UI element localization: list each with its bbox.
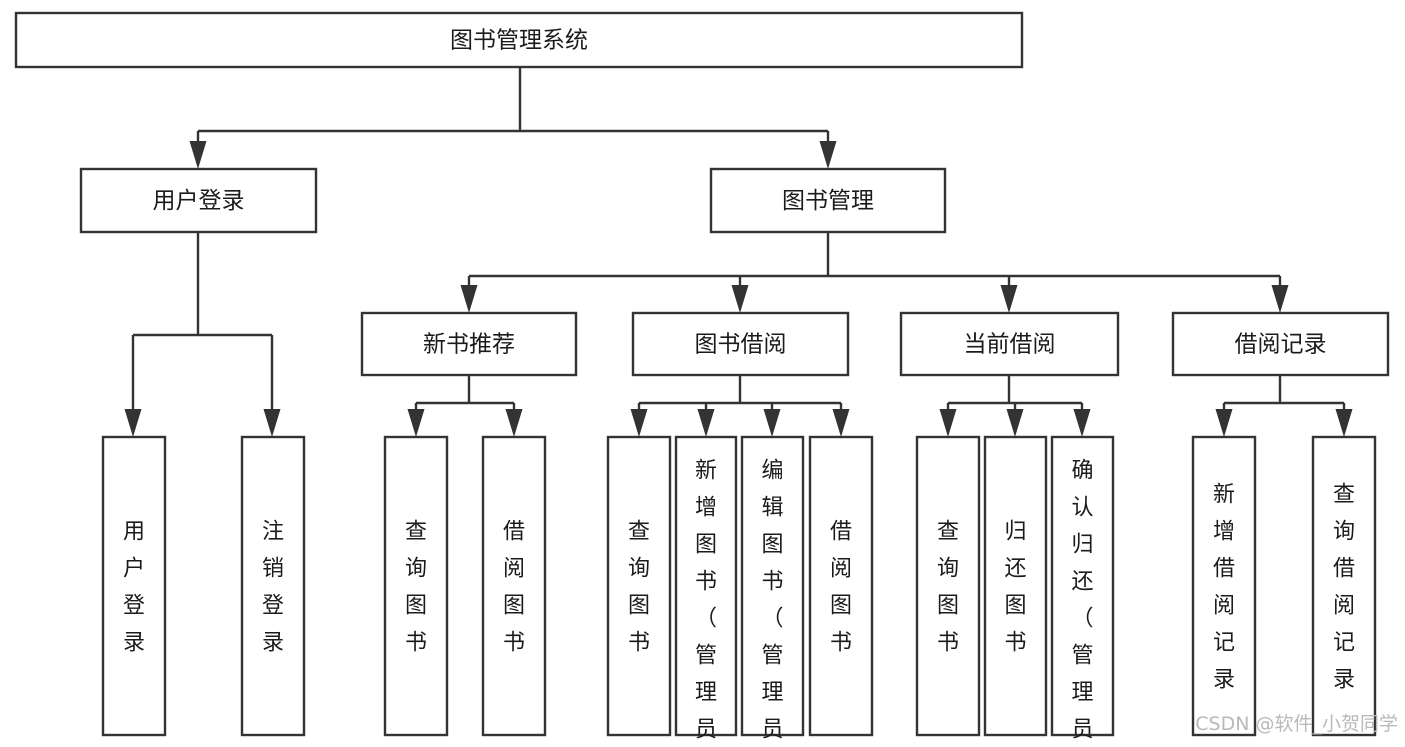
- leaf-node-leaf-return-book-label: 归还图书: [1004, 520, 1026, 656]
- leaf-node-leaf-add-book-admin[interactable]: 新增图书（管理员）: [674, 435, 738, 747]
- level2-node-book-borrow-rect: [631, 311, 850, 377]
- root-node-library-system-label: 图书管理系统: [450, 28, 588, 54]
- leaf-node-leaf-logout-login[interactable]: 注销登录: [240, 435, 306, 737]
- arrow-head: [407, 409, 425, 437]
- level1-node-user-login[interactable]: 用户登录: [79, 167, 318, 234]
- leaf-node-leaf-logout-login-label: 注销登录: [262, 520, 284, 656]
- arrow-head: [697, 409, 715, 437]
- leaf-node-leaf-query-book-2[interactable]: 查询图书: [606, 435, 672, 737]
- leaf-node-leaf-return-book-rect: [983, 435, 1048, 737]
- leaf-node-leaf-borrow-book-1[interactable]: 借阅图书: [481, 435, 547, 737]
- leaf-node-leaf-logout-login-rect: [240, 435, 306, 737]
- leaf-node-leaf-edit-book-admin-rect: [740, 435, 805, 737]
- arrow-head: [124, 409, 142, 437]
- arrow-head: [832, 409, 850, 437]
- arrow-head: [630, 409, 648, 437]
- leaf-node-leaf-query-book-1[interactable]: 查询图书: [383, 435, 449, 737]
- leaf-node-leaf-query-book-3-label: 查询图书: [937, 520, 959, 656]
- leaf-node-leaf-query-book-2-label: 查询图书: [628, 520, 650, 656]
- leaf-node-leaf-borrow-book-1-label: 借阅图书: [503, 520, 525, 656]
- arrow-head: [1215, 409, 1233, 437]
- root-node-library-system[interactable]: 图书管理系统: [14, 11, 1024, 69]
- level2-node-new-book-recommend[interactable]: 新书推荐: [360, 311, 578, 377]
- arrow-head: [1006, 409, 1024, 437]
- leaf-node-leaf-query-borrow-record[interactable]: 查询借阅记录: [1311, 435, 1377, 737]
- arrow-head: [1000, 285, 1018, 313]
- leaf-node-leaf-borrow-book-2-rect: [808, 435, 874, 737]
- leaf-node-leaf-query-book-1-label: 查询图书: [405, 520, 427, 656]
- level2-node-current-borrow[interactable]: 当前借阅: [899, 311, 1120, 377]
- leaf-node-leaf-add-book-admin-label: 新增图书（管理员）: [695, 459, 717, 747]
- leaf-node-leaf-confirm-return-admin-rect: [1050, 435, 1115, 737]
- leaf-node-leaf-query-book-2-rect: [606, 435, 672, 737]
- leaf-node-leaf-query-borrow-record-label: 查询借阅记录: [1333, 483, 1355, 693]
- level2-node-book-borrow[interactable]: 图书借阅: [631, 311, 850, 377]
- level2-node-borrow-record-label: 借阅记录: [1235, 332, 1327, 358]
- arrow-head: [763, 409, 781, 437]
- leaf-node-leaf-borrow-book-2[interactable]: 借阅图书: [808, 435, 874, 737]
- leaf-node-leaf-edit-book-admin-label: 编辑图书（管理员）: [761, 459, 783, 747]
- leaf-node-leaf-query-book-3-rect: [915, 435, 981, 737]
- leaf-node-leaf-user-login-label: 用户登录: [123, 520, 145, 656]
- level1-node-book-management-label: 图书管理: [782, 188, 874, 214]
- arrow-head: [1073, 409, 1091, 437]
- leaf-node-leaf-confirm-return-admin-label: 确认归还（管理员）: [1071, 459, 1093, 747]
- leaf-node-leaf-add-borrow-record-rect: [1191, 435, 1257, 737]
- level1-node-book-management[interactable]: 图书管理: [709, 167, 947, 234]
- leaf-node-leaf-confirm-return-admin[interactable]: 确认归还（管理员）: [1050, 435, 1115, 747]
- arrow-head: [1271, 285, 1289, 313]
- arrow-head: [731, 285, 749, 313]
- leaf-node-leaf-borrow-book-2-label: 借阅图书: [830, 520, 852, 656]
- leaf-node-leaf-user-login[interactable]: 用户登录: [101, 435, 167, 737]
- level1-node-user-login-rect: [79, 167, 318, 234]
- level2-node-current-borrow-label: 当前借阅: [964, 332, 1056, 358]
- leaf-node-leaf-add-borrow-record-label: 新增借阅记录: [1213, 483, 1235, 693]
- arrow-head: [1335, 409, 1353, 437]
- arrow-head: [939, 409, 957, 437]
- leaf-node-leaf-borrow-book-1-rect: [481, 435, 547, 737]
- level2-node-book-borrow-label: 图书借阅: [695, 332, 787, 358]
- arrow-head: [263, 409, 281, 437]
- leaf-node-leaf-add-borrow-record[interactable]: 新增借阅记录: [1191, 435, 1257, 737]
- level2-node-new-book-recommend-label: 新书推荐: [423, 332, 515, 358]
- leaf-node-leaf-query-book-3[interactable]: 查询图书: [915, 435, 981, 737]
- level2-node-borrow-record[interactable]: 借阅记录: [1171, 311, 1390, 377]
- arrow-head: [460, 285, 478, 313]
- arrow-head: [189, 141, 207, 169]
- level2-node-current-borrow-rect: [899, 311, 1120, 377]
- node-layer: 图书管理系统用户登录图书管理新书推荐图书借阅当前借阅借阅记录用户登录注销登录查询…: [14, 11, 1390, 747]
- level2-node-new-book-recommend-rect: [360, 311, 578, 377]
- level2-node-borrow-record-rect: [1171, 311, 1390, 377]
- leaf-node-leaf-user-login-rect: [101, 435, 167, 737]
- leaf-node-leaf-query-borrow-record-rect: [1311, 435, 1377, 737]
- arrow-head: [505, 409, 523, 437]
- arrow-head: [819, 141, 837, 169]
- leaf-node-leaf-add-book-admin-rect: [674, 435, 738, 737]
- leaf-node-leaf-edit-book-admin[interactable]: 编辑图书（管理员）: [740, 435, 805, 747]
- leaf-node-leaf-query-book-1-rect: [383, 435, 449, 737]
- csdn-watermark: CSDN @软件_小贺同学: [1195, 713, 1398, 735]
- level1-node-book-management-rect: [709, 167, 947, 234]
- level1-node-user-login-label: 用户登录: [153, 188, 245, 214]
- root-node-library-system-rect: [14, 11, 1024, 69]
- connector-layer: [124, 67, 1353, 437]
- leaf-node-leaf-return-book[interactable]: 归还图书: [983, 435, 1048, 737]
